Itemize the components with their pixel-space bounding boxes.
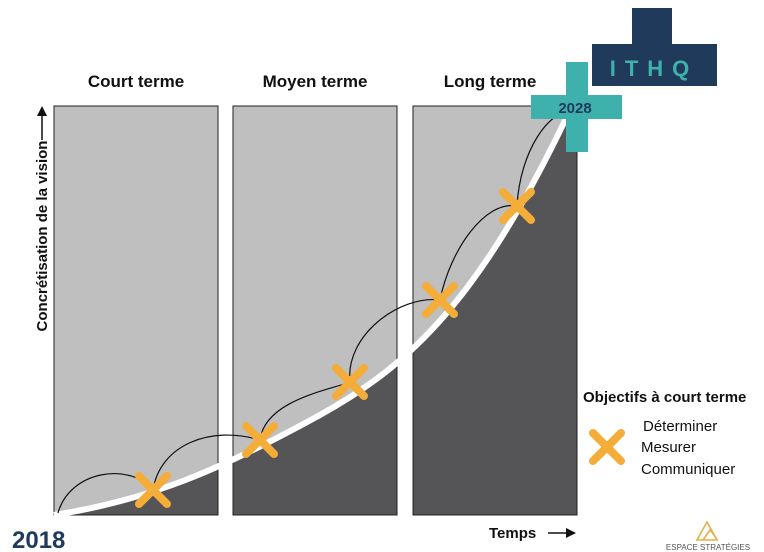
legend-item-determine: Déterminer	[643, 418, 717, 435]
column-header-long-term: Long terme	[444, 72, 537, 91]
mountain-icon	[695, 520, 719, 541]
espace-strategies-logo: ESPACE STRATÉGIES	[666, 520, 750, 552]
legend-x-icon	[589, 429, 625, 465]
column-header-medium-term: Moyen terme	[263, 72, 368, 91]
milestone-markers	[135, 188, 535, 508]
end-year-cross: 2028	[531, 62, 622, 152]
legend-item-measure: Mesurer	[641, 439, 696, 456]
legend: Objectifs à court terme Déterminer Mesur…	[583, 389, 746, 478]
panel-long-term	[412, 105, 578, 516]
logo-text: ITHQ	[610, 56, 699, 81]
x-axis: Temps	[489, 525, 576, 542]
brand-text: ESPACE STRATÉGIES	[666, 543, 750, 552]
start-year: 2018	[12, 527, 65, 552]
milestone-marker	[332, 364, 368, 400]
y-axis-arrowhead	[37, 106, 47, 116]
x-axis-arrowhead	[566, 528, 576, 538]
ithq-logo: ITHQ	[592, 8, 717, 86]
milestone-marker	[242, 422, 278, 458]
milestone-marker	[135, 472, 171, 508]
milestone-marker	[422, 282, 458, 318]
y-axis-label: Concrétisation de la vision	[34, 141, 51, 332]
legend-item-communicate: Communiquer	[641, 461, 735, 478]
legend-title: Objectifs à court terme	[583, 389, 746, 406]
panel-short-term	[53, 105, 219, 516]
column-header-short-term: Court terme	[88, 72, 184, 91]
end-year: 2028	[558, 100, 591, 117]
x-axis-label: Temps	[489, 525, 536, 542]
y-axis: Concrétisation de la vision	[34, 106, 51, 331]
milestone-marker	[499, 188, 535, 224]
